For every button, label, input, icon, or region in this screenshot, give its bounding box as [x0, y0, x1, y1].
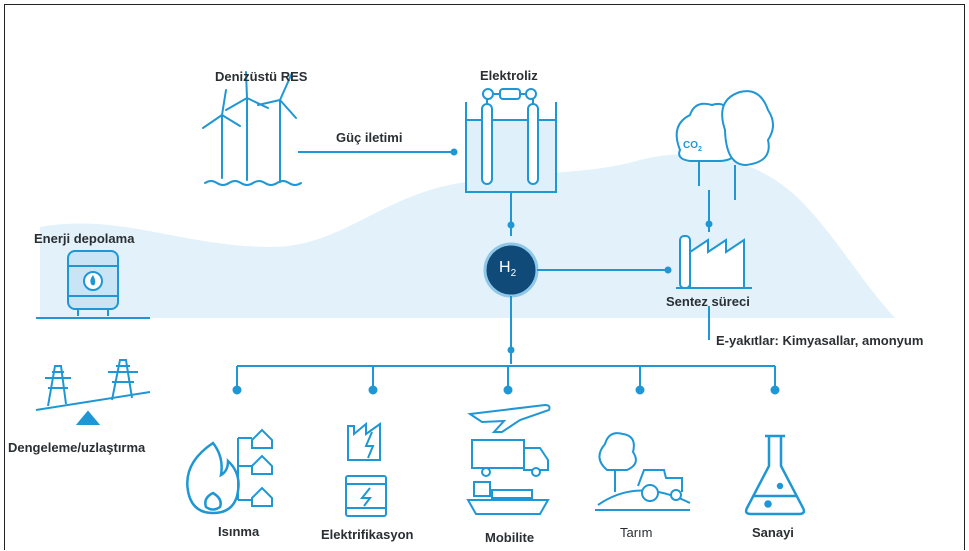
mobility-label: Mobilite — [485, 530, 535, 545]
diagram-frame — [4, 4, 965, 550]
tractor-field-icon — [595, 432, 691, 511]
electrification-label: Elektrifikasyon — [321, 527, 414, 542]
electric-factory-icon — [345, 421, 387, 517]
electrolyzer-icon — [465, 88, 557, 193]
co2-label: CO2 — [683, 140, 702, 153]
industry-dot — [770, 385, 780, 395]
heating-dot — [232, 385, 242, 395]
power-line-dot — [450, 148, 458, 156]
h2-synthesis-dot — [664, 266, 672, 274]
energy-storage-label: Enerji depolama — [34, 231, 135, 246]
heating-label: Isınma — [218, 524, 260, 539]
electrolysis-dot — [507, 221, 515, 229]
houses-icon — [237, 428, 273, 507]
co2-text: CO — [683, 140, 698, 151]
efuels-label: E-yakıtlar: Kimyasallar, amonyum — [716, 333, 924, 348]
co2-dot — [705, 220, 713, 228]
wind-turbine-icon — [202, 71, 302, 186]
gas-tank-icon — [67, 250, 119, 316]
balancing-label: Dengeleme/uzlaştırma — [8, 440, 146, 455]
flask-icon — [744, 434, 806, 516]
balancing-pylons-icon — [35, 359, 151, 425]
ship-icon — [466, 481, 550, 515]
agriculture-label: Tarım — [620, 525, 653, 540]
h2-down-dot — [507, 346, 515, 354]
hydrogen-text: H — [499, 259, 511, 276]
agriculture-dot — [635, 385, 645, 395]
airplane-icon — [467, 403, 551, 433]
co2-subscript: 2 — [698, 146, 702, 153]
offshore-res-label: Denizüstü RES — [215, 69, 308, 84]
flame-icon — [186, 441, 240, 515]
power-transmission-label: Güç iletimi — [336, 130, 403, 145]
mobility-dot — [503, 385, 513, 395]
synthesis-label: Sentez süreci — [666, 294, 750, 309]
hydrogen-subscript: 2 — [510, 268, 517, 280]
factory-icon — [676, 235, 752, 289]
electrification-dot — [368, 385, 378, 395]
industry-label: Sanayi — [752, 525, 794, 540]
co2-trees-icon — [675, 90, 774, 200]
hydrogen-label: H2 — [499, 259, 516, 279]
truck-icon — [471, 439, 549, 477]
electrolysis-label: Elektroliz — [480, 68, 538, 83]
